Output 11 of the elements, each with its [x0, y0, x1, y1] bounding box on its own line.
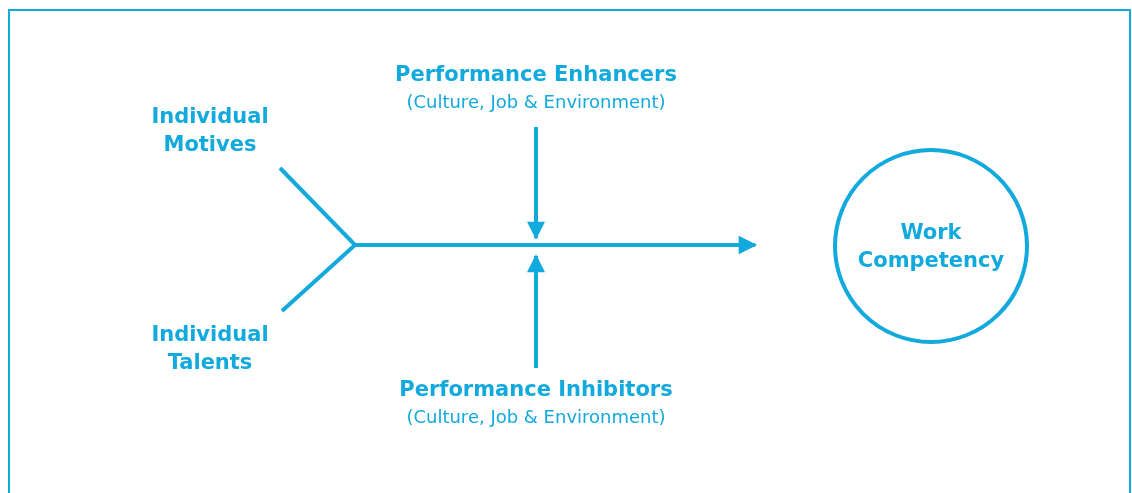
node-title: Work Competency: [856, 219, 1006, 274]
node-subtitle: (Culture, Job & Environment): [406, 90, 666, 114]
arrow: [527, 127, 545, 240]
arrow: [280, 236, 757, 313]
competency-circle: [833, 148, 1029, 344]
node-title: Performance Enhancers: [395, 61, 677, 88]
node-subtitle: (Culture, Job & Environment): [406, 405, 666, 429]
node-title: Individual Motives: [150, 103, 270, 158]
arrow: [527, 254, 545, 368]
node-title: Performance Inhibitors: [399, 376, 673, 403]
node-title: Individual Talents: [150, 321, 270, 376]
